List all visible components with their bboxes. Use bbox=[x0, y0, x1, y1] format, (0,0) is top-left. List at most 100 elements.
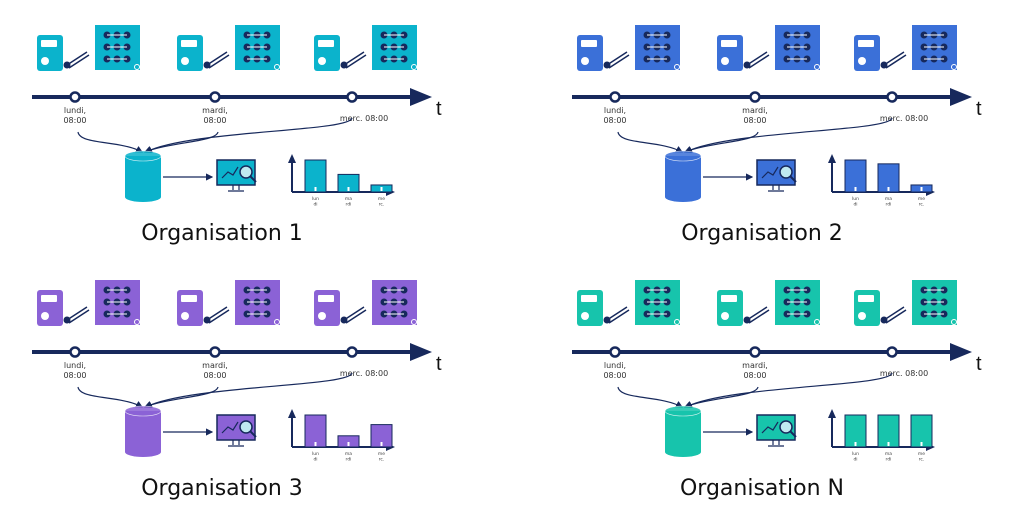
timeline-event-marker bbox=[609, 91, 621, 103]
timeline-axis-label: t bbox=[976, 353, 982, 375]
database-top bbox=[124, 405, 162, 417]
bar-tick bbox=[920, 442, 923, 446]
timeline-event-label-line: lundi, bbox=[604, 106, 626, 115]
timeline-event-label-line: 08:00 bbox=[743, 116, 766, 125]
chart-category-label-line: lun bbox=[312, 196, 319, 202]
data-flow-arrow bbox=[684, 117, 893, 153]
bar-tick bbox=[347, 187, 350, 191]
monitor-stand bbox=[768, 440, 784, 447]
data-flow-arrow bbox=[617, 386, 684, 408]
timeline-event-label-line: merc. 08:00 bbox=[340, 369, 388, 378]
database-icon bbox=[125, 411, 161, 457]
sensor-screen bbox=[721, 295, 737, 302]
database-top bbox=[124, 150, 162, 162]
bar-tick bbox=[887, 442, 890, 446]
sensor-screen bbox=[858, 40, 874, 47]
sensor-screen bbox=[41, 40, 57, 47]
sensor-network-device-group bbox=[37, 25, 140, 71]
sensor-dial bbox=[581, 57, 589, 65]
timeline-event-marker bbox=[69, 91, 81, 103]
cable-icon bbox=[206, 51, 230, 69]
magnifier-icon bbox=[239, 420, 253, 434]
magnifier-handle bbox=[789, 175, 797, 183]
sensor-dial bbox=[581, 312, 589, 320]
chart-category-label-line: rc. bbox=[379, 457, 385, 463]
badge-icon bbox=[814, 319, 820, 325]
organisation-title: Organisation 1 bbox=[141, 221, 303, 246]
badge-icon bbox=[674, 319, 680, 325]
badge-icon bbox=[411, 319, 417, 325]
magnifier-icon bbox=[779, 420, 793, 434]
chart-category-label-line: ma bbox=[345, 452, 352, 457]
sensor-network-device-group bbox=[577, 280, 680, 326]
timeline-event-marker bbox=[346, 91, 358, 103]
sensor-dial bbox=[858, 57, 866, 65]
timeline-arrowhead bbox=[410, 343, 432, 361]
cable-icon bbox=[883, 306, 907, 324]
cable-icon bbox=[343, 51, 367, 69]
chart-bar bbox=[910, 414, 933, 448]
chart-category-label-line: rdi bbox=[346, 457, 352, 463]
cable-icon bbox=[746, 51, 770, 69]
bar-tick bbox=[854, 187, 857, 191]
badge-icon bbox=[134, 64, 140, 70]
sensor-network-device-group bbox=[177, 280, 280, 326]
chart-category-label-line: lun bbox=[852, 196, 859, 202]
sensor-network-device-group bbox=[314, 25, 417, 71]
bar-tick bbox=[380, 187, 383, 191]
sensor-screen bbox=[581, 295, 597, 302]
cable-icon bbox=[343, 306, 367, 324]
chart-category-label-line: rc. bbox=[919, 457, 925, 463]
chart-category-label-line: rdi bbox=[346, 202, 352, 208]
chart-category-label-line: me bbox=[918, 197, 925, 202]
timeline-event-label-line: mardi, bbox=[742, 361, 768, 370]
cable-icon bbox=[883, 51, 907, 69]
timeline-event-label: mardi,08:00 bbox=[202, 361, 228, 380]
timeline-event-label: lundi,08:00 bbox=[603, 361, 626, 380]
sensor-dial bbox=[721, 57, 729, 65]
timeline-event-label: merc. 08:00 bbox=[880, 114, 928, 123]
trend-line bbox=[761, 166, 779, 179]
timeline-event-marker bbox=[749, 346, 761, 358]
timeline-event-label: lundi,08:00 bbox=[63, 361, 86, 380]
sensor-dial bbox=[858, 312, 866, 320]
timeline-event-label-line: lundi, bbox=[64, 361, 86, 370]
chart-bar bbox=[337, 435, 360, 448]
chart-bar bbox=[304, 414, 327, 448]
chart-bar bbox=[304, 159, 327, 193]
data-flow-arrow bbox=[617, 131, 684, 153]
data-flow-arrow bbox=[684, 372, 893, 408]
badge-icon bbox=[274, 319, 280, 325]
bar-tick bbox=[887, 187, 890, 191]
timeline-arrowhead bbox=[950, 343, 972, 361]
sensor-dial bbox=[181, 312, 189, 320]
sensor-screen bbox=[721, 40, 737, 47]
timeline-event-marker bbox=[346, 346, 358, 358]
sensor-screen bbox=[181, 295, 197, 302]
magnifier-handle bbox=[249, 175, 257, 183]
chart-category-label-line: ma bbox=[345, 197, 352, 202]
timeline-event-label-line: 08:00 bbox=[743, 371, 766, 380]
database-icon bbox=[665, 411, 701, 457]
badge-icon bbox=[274, 64, 280, 70]
timeline-event-label: mardi,08:00 bbox=[202, 106, 228, 125]
chart-category-label-line: ma bbox=[885, 452, 892, 457]
sensor-network-device-group bbox=[717, 25, 820, 71]
sensor-network-device-group bbox=[854, 25, 957, 71]
badge-icon bbox=[134, 319, 140, 325]
timeline-event-marker bbox=[69, 346, 81, 358]
database-icon bbox=[125, 156, 161, 202]
sensor-network-device-group bbox=[314, 280, 417, 326]
timeline-event-label-line: merc. 08:00 bbox=[880, 369, 928, 378]
